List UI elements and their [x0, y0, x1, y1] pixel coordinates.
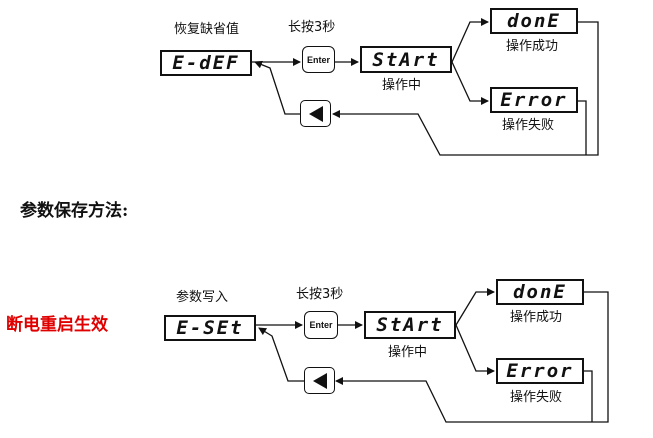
return-line-error	[578, 100, 587, 155]
display-done: donE	[490, 8, 578, 34]
arrow-to-done	[451, 18, 489, 63]
restart-note: 断电重启生效	[6, 315, 108, 335]
display-start: StArt	[360, 46, 452, 73]
display-error-2: Error	[496, 358, 584, 384]
enter-key[interactable]: Enter	[302, 46, 335, 73]
success-label-2: 操作成功	[510, 310, 563, 325]
display-e-def: E-dEF	[160, 50, 252, 76]
return-line-done-2	[335, 291, 609, 423]
enter-key-2[interactable]: Enter	[304, 311, 338, 339]
display-done-2: donE	[496, 279, 584, 305]
display-error: Error	[490, 87, 578, 113]
section-heading: 参数保存方法:	[20, 201, 129, 221]
arrow-to-error-2	[455, 324, 495, 375]
restore-default-label: 恢复缺省值	[174, 22, 240, 37]
long-press-label: 长按3秒	[288, 20, 336, 35]
failure-label: 操作失败	[502, 118, 555, 133]
long-press-label-2: 长按3秒	[296, 287, 344, 302]
in-progress-label-2: 操作中	[388, 345, 428, 360]
left-triangle-icon	[312, 372, 327, 389]
back-key[interactable]	[300, 100, 331, 127]
success-label: 操作成功	[506, 39, 559, 54]
display-e-set: E-SEt	[164, 315, 256, 341]
return-to-display	[254, 60, 300, 115]
arrow-to-done-2	[455, 288, 495, 326]
left-triangle-icon	[308, 105, 323, 122]
arrow-to-error	[451, 61, 489, 105]
in-progress-label: 操作中	[382, 78, 422, 93]
return-line-error-2	[584, 370, 593, 422]
return-to-display-2	[258, 327, 304, 382]
failure-label-2: 操作失败	[510, 390, 563, 405]
return-line-done	[332, 21, 599, 156]
param-write-label: 参数写入	[176, 290, 229, 305]
display-start-2: StArt	[364, 311, 456, 339]
back-key-2[interactable]	[304, 367, 335, 394]
